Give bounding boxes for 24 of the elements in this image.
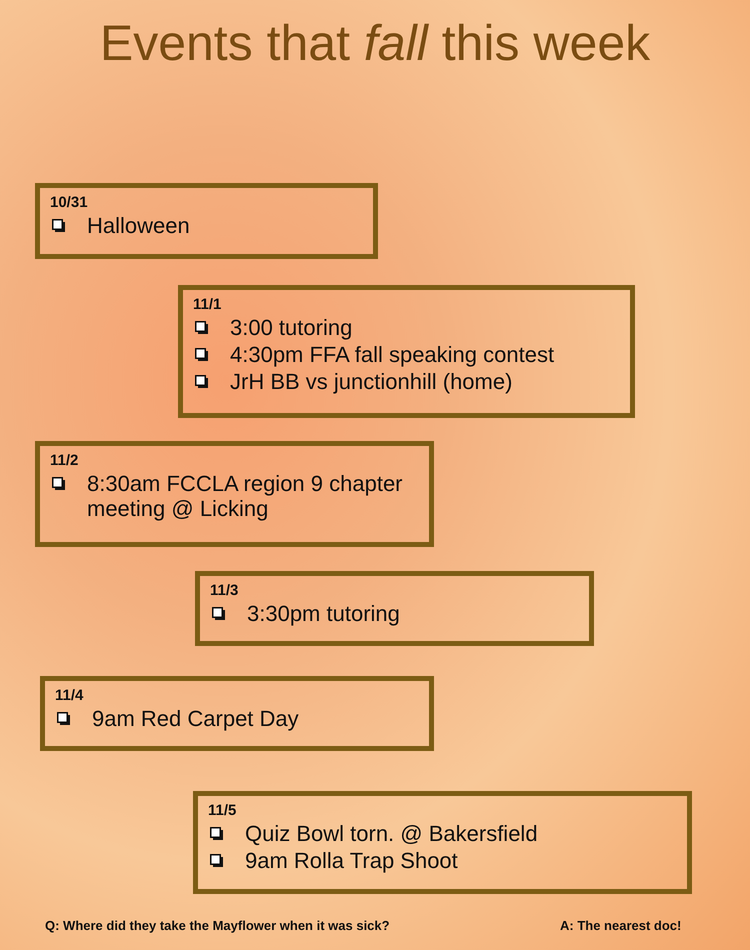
- date-heading: 10/31: [50, 194, 89, 211]
- event-card: [35, 441, 434, 547]
- event-text: JrH BB vs junctionhill (home): [230, 369, 512, 394]
- date-heading: 11/4: [55, 687, 84, 704]
- event-card: [40, 676, 434, 751]
- event-card: [35, 183, 378, 259]
- date-heading: 11/3: [210, 582, 240, 599]
- date-heading: 11/2: [50, 452, 80, 469]
- event-text: Quiz Bowl torn. @ Bakersfield: [245, 821, 538, 846]
- poster-title: Events that fall this week: [98, 14, 652, 72]
- event-text: 9am Red Carpet Day: [92, 706, 299, 731]
- event-text: 3:00 tutoring: [230, 315, 352, 340]
- event-card: [195, 571, 594, 646]
- date-heading: 11/1: [193, 296, 222, 313]
- riddle-question: Q: Where did they take the Mayflower when it was sick?: [45, 918, 390, 933]
- event-text: 8:30am FCCLA region 9 chapter meeting @ Licking: [87, 471, 404, 521]
- riddle-answer: A: The nearest doc!: [560, 918, 682, 933]
- event-text: 3:30pm tutoring: [247, 601, 400, 626]
- event-text: 4:30pm FFA fall speaking contest: [230, 342, 554, 367]
- date-heading: 11/5: [208, 802, 238, 819]
- event-card: [178, 285, 635, 418]
- event-text: 9am Rolla Trap Shoot: [245, 848, 458, 873]
- event-card: [193, 791, 692, 894]
- event-text: Halloween: [87, 213, 190, 238]
